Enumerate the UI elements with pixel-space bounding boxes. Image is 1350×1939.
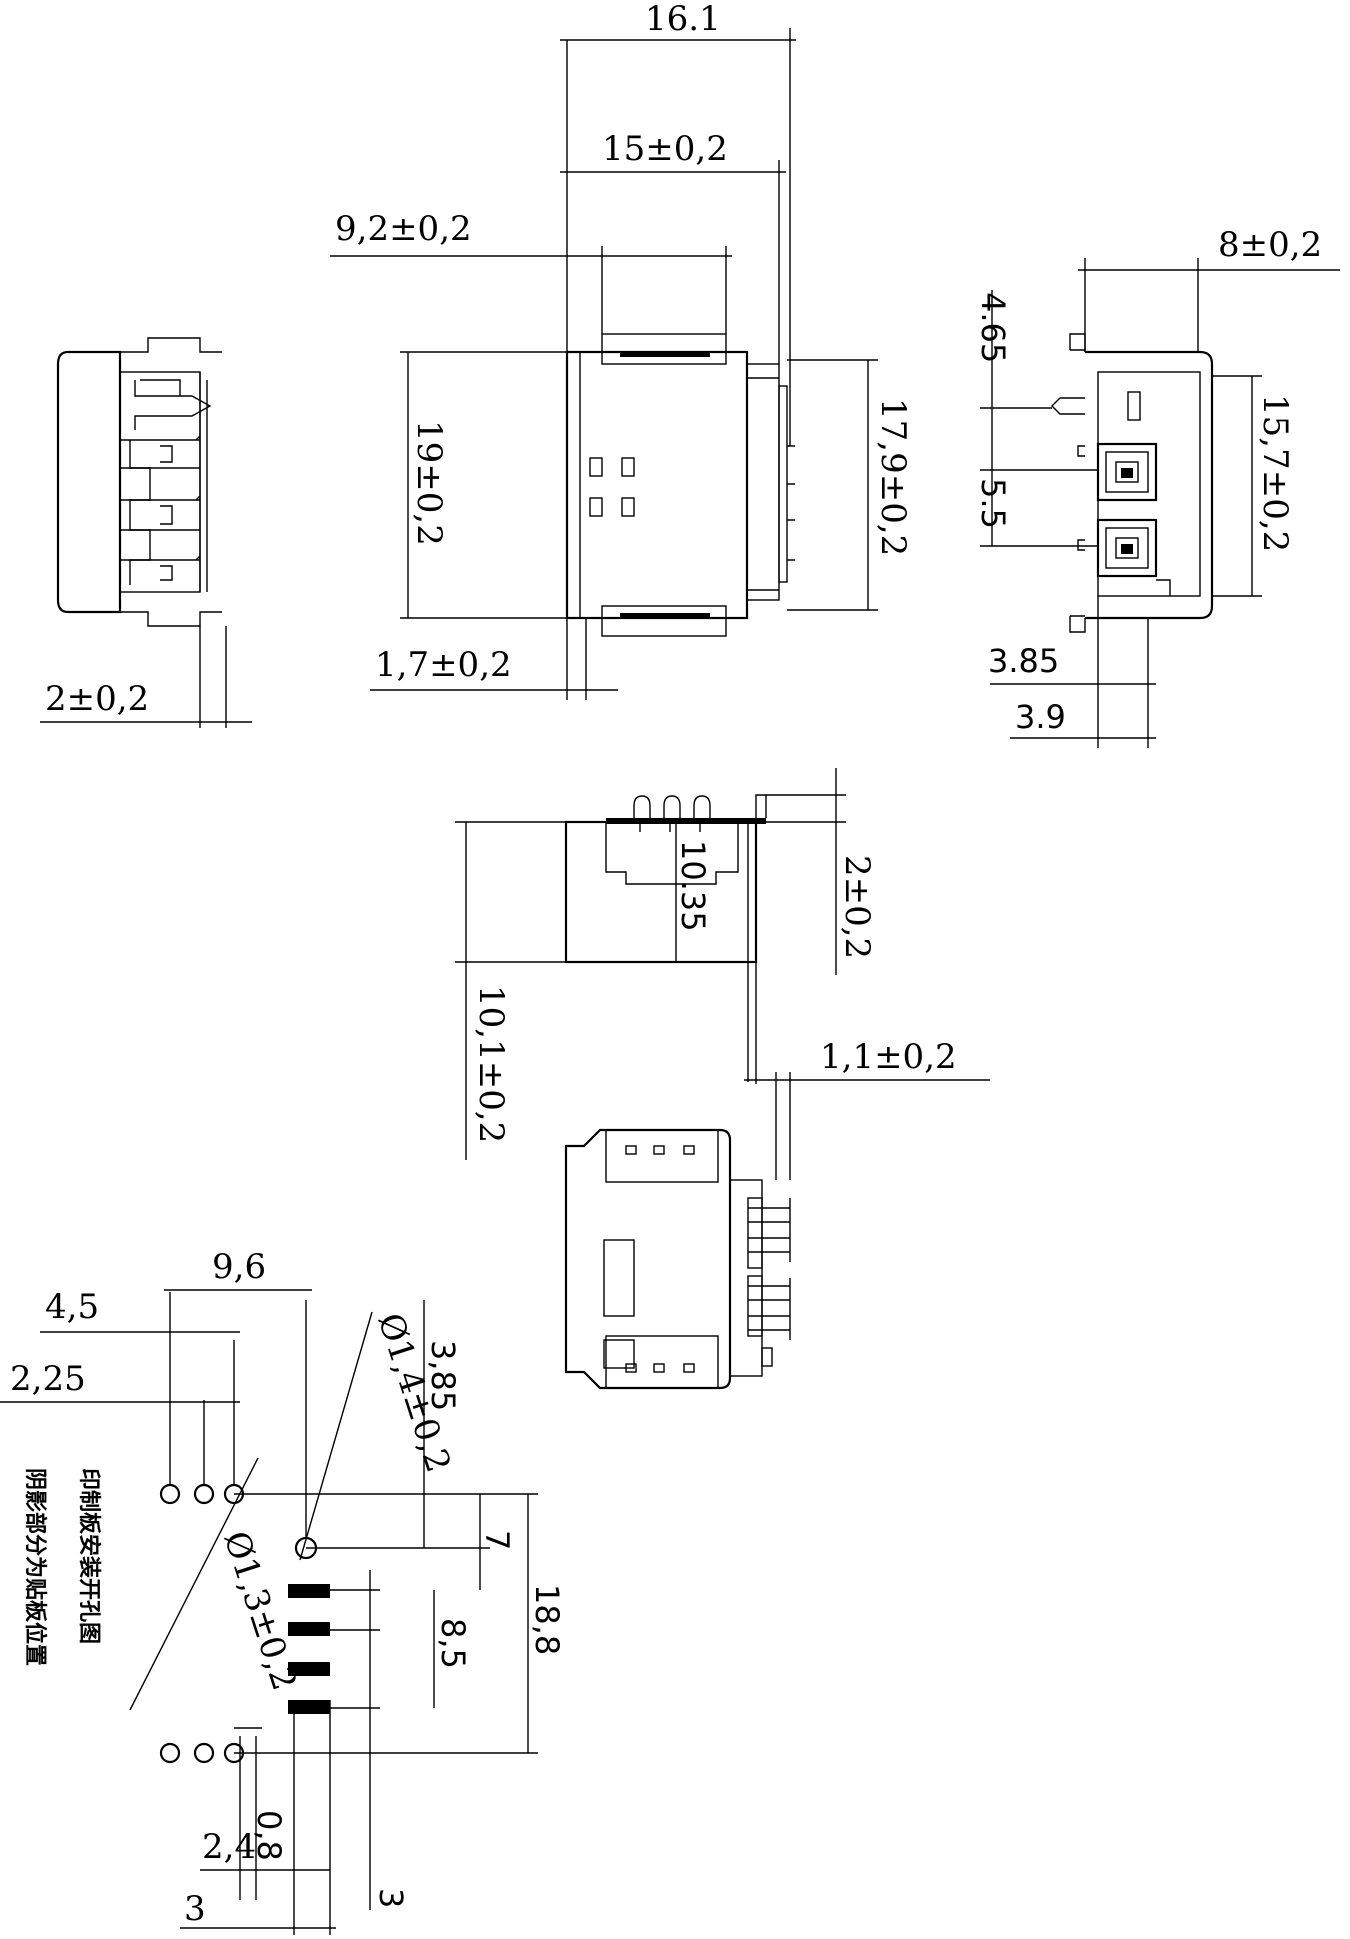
pcb-hole-top-2 [193, 1483, 215, 1505]
overall-width-dim: 16.1 [645, 0, 721, 39]
pin-pitch-dim: 5.5 [974, 478, 1012, 529]
side-height-dim: 10,1±0,2 [471, 985, 511, 1143]
pcb-hole-top-1 [159, 1483, 181, 1505]
pcb-hole-bottom-2 [193, 1742, 215, 1764]
side-inner-dim: 10.35 [674, 840, 712, 932]
pcb-hole-bottom-1 [159, 1742, 181, 1764]
pcb-span-dim: 9,6 [212, 1247, 266, 1287]
pcb-pad-1 [288, 1584, 330, 1598]
pcb-pad-inner-dim: 7 [478, 1530, 516, 1550]
flange-depth-dim: 1,7±0,2 [375, 645, 512, 685]
pin-height-dim: 17,9±0,2 [873, 398, 913, 556]
pcb-pad-length-dim: 3 [184, 1889, 206, 1929]
end-view: 8±0,2 15,7±0,2 4.65 5.5 3.85 3.9 [974, 225, 1340, 748]
pin-length-dim: 2±0,2 [837, 855, 877, 959]
inner-width-dim: 9,2±0,2 [335, 209, 472, 249]
pcb-pad-offset-dim: 3,85 [424, 1340, 462, 1411]
left-flange-dim: 2±0,2 [45, 679, 149, 719]
pcb-height-dim: 18,8 [528, 1584, 566, 1655]
pcb-pad-3 [288, 1662, 330, 1676]
end-width-dim: 8±0,2 [1218, 225, 1322, 265]
end-height-dim: 15,7±0,2 [1255, 394, 1295, 552]
pcb-layout: 9,6 4,5 2,25 Ø1,4±0,2 Ø1,3±0,2 3,85 7 8,… [0, 1247, 566, 1935]
pcb-pad-width-dim: 0,8 [250, 1810, 288, 1861]
front-view: 16.1 15±0,2 9,2±0,2 17,9±0,2 19±0,2 1,7±… [330, 0, 913, 700]
bottom-view [564, 1128, 791, 1390]
pcb-note-line1: 印制板安装开孔图 [76, 1468, 102, 1644]
body-width-dim: 15±0,2 [602, 129, 728, 169]
pcb-pad-gap-dim: 2,4 [202, 1827, 256, 1867]
pcb-small-hole-dim: Ø1,3±0,2 [215, 1526, 304, 1695]
depth-b-dim: 3.9 [1015, 698, 1066, 736]
tab-dim: 1,1±0,2 [820, 1037, 957, 1077]
left-side-view: 2±0,2 [40, 337, 252, 728]
pcb-pitch-dim: 4,5 [45, 1287, 99, 1327]
body-height-dim: 19±0,2 [409, 420, 449, 546]
pcb-pad-span-dim: 8,5 [434, 1618, 472, 1669]
depth-a-dim: 3.85 [988, 642, 1059, 680]
pcb-pad-length-b-dim: 3 [372, 1888, 410, 1908]
side-view: 10,1±0,2 10.35 2±0,2 1,1±0,2 [455, 768, 990, 1180]
pin-offset-dim: 4.65 [974, 292, 1012, 363]
pcb-note-line2: 阴影部分为贴板位置 [22, 1468, 48, 1666]
pcb-pad-2 [288, 1622, 330, 1636]
pcb-offset-dim: 2,25 [10, 1359, 86, 1399]
pcb-pad-4 [288, 1700, 330, 1714]
